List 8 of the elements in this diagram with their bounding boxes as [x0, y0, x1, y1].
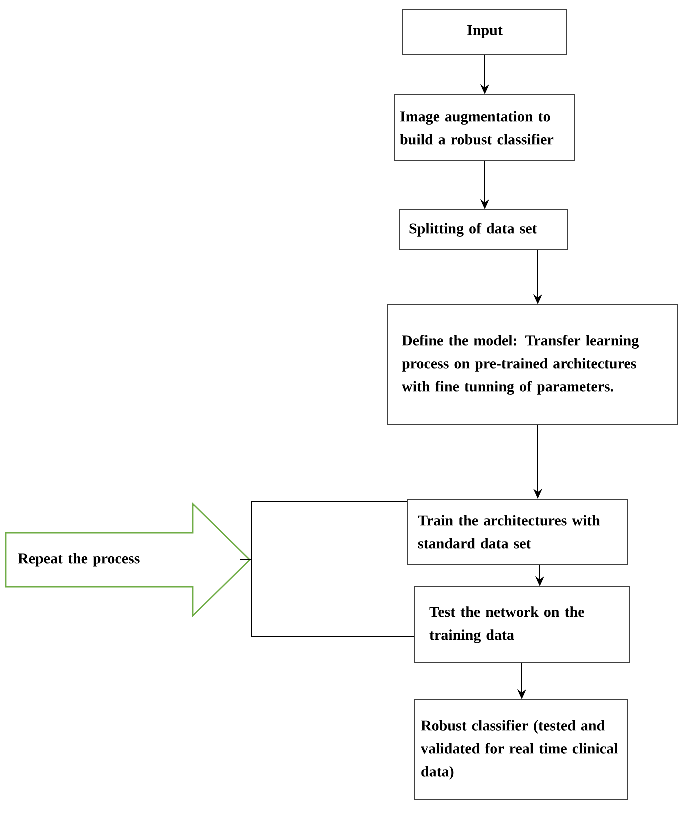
bracket-line: [240, 560, 414, 638]
process-box: Robust classifier (tested and validated for real time clinical data): [414, 700, 628, 800]
process-box: Splitting of data set: [400, 210, 568, 250]
process-box: Input: [402, 9, 568, 55]
process-box: Define the model: Transfer learning process on pre-trained architectures with fine tunning of parameters.: [388, 304, 678, 426]
process-box: Test the network on the training data: [414, 586, 630, 664]
process-box: Image augmentation to build a robust classifier: [394, 94, 576, 162]
process-box: Train the architectures with standard data set: [408, 499, 628, 565]
